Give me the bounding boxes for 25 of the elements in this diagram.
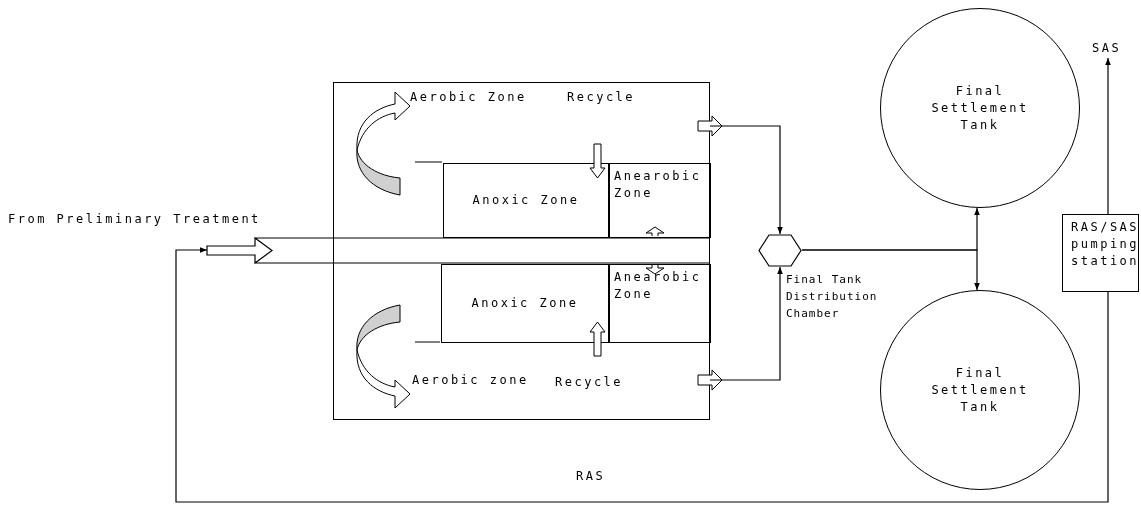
node-label: RAS/SAS pumping station	[1071, 220, 1140, 268]
channel-bar	[207, 237, 710, 264]
node-label: Anearobic Zone	[614, 169, 702, 200]
zone-label: Aerobic zone	[412, 372, 529, 389]
node-label: SAS	[1092, 41, 1122, 55]
hexagon-chamber	[758, 234, 802, 267]
zone-label: Aerobic Zone	[410, 89, 527, 106]
tank-box	[333, 82, 710, 420]
pumping-station-box	[1062, 214, 1139, 292]
node-label: Anoxic Zone	[472, 192, 580, 209]
connector-line	[175, 247, 1109, 503]
zone-box	[609, 264, 711, 343]
node-label: Anearobic Zone	[614, 270, 702, 301]
connector-line	[709, 266, 783, 381]
node-caption: Final Tank Distribution Chamber	[786, 272, 879, 322]
zone-label: Recycle	[555, 374, 624, 391]
connector-line	[1105, 57, 1111, 215]
node-label: Final Settlement Tank	[931, 364, 1029, 416]
zone-label: From Preliminary Treatment	[8, 211, 261, 228]
node-label: Final Settlement Tank	[931, 82, 1029, 134]
connector-line	[709, 125, 783, 235]
zone-label: Recycle	[567, 89, 636, 106]
connector-line	[801, 249, 980, 291]
zone-box	[441, 264, 609, 343]
node-label: Anoxic Zone	[471, 295, 579, 312]
